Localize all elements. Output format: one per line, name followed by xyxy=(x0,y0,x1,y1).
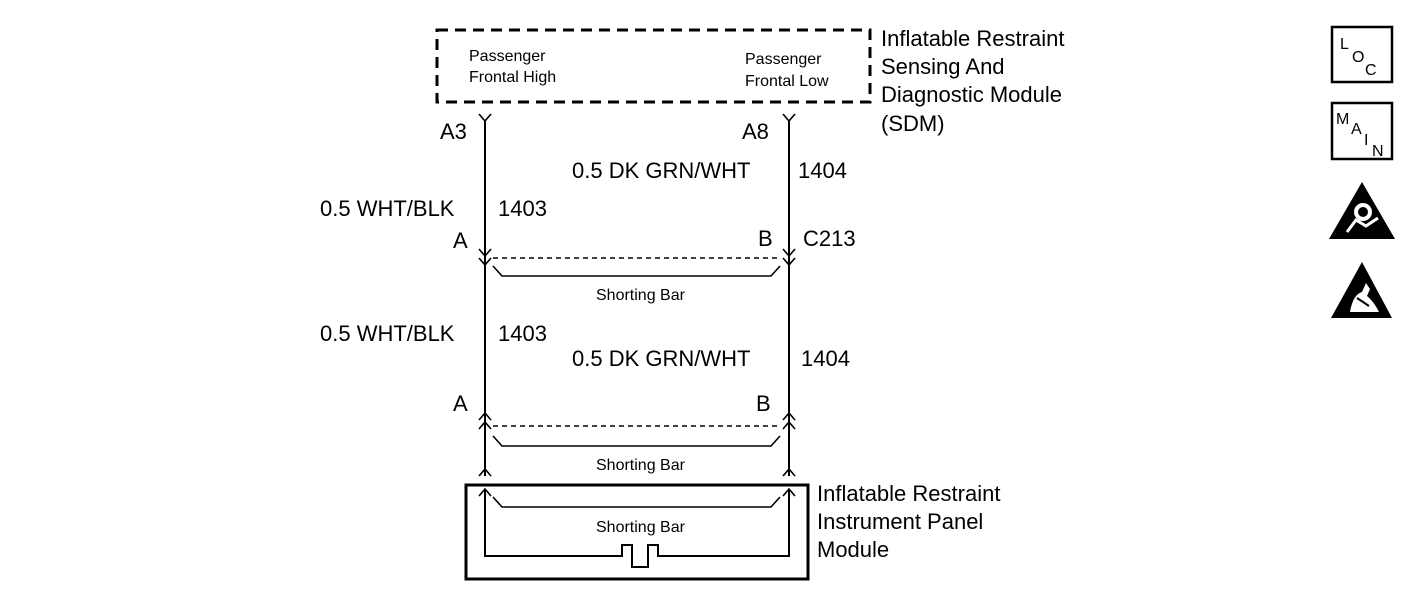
lower-connector-pin-b: B xyxy=(756,391,771,416)
wire-lower-left-color: 0.5 WHT/BLK xyxy=(320,321,455,346)
loc-letter-c: C xyxy=(1365,62,1377,79)
c213-pin-a-terminal xyxy=(478,257,492,267)
ip-module-outline xyxy=(464,483,810,581)
wire-lower-right-color: 0.5 DK GRN/WHT xyxy=(572,346,750,371)
wire-upper-left-circuit: 1403 xyxy=(498,196,547,221)
loc-letter-o: O xyxy=(1352,49,1364,66)
lower-connector-pin-a-bottom-arrow xyxy=(478,467,492,477)
lower-connector-pin-b-arrow xyxy=(782,411,796,421)
lower-connector: A B Shorting Bar xyxy=(453,391,796,477)
main-letter-i: I xyxy=(1364,132,1368,149)
main-icon[interactable] xyxy=(1330,101,1394,161)
sdm-right-label-line2: Frontal Low xyxy=(745,73,829,90)
wire-lower-right-circuit: 1404 xyxy=(801,346,850,371)
wire-upper-right-color: 0.5 DK GRN/WHT xyxy=(572,158,750,183)
wire-lower-left-circuit: 1403 xyxy=(498,321,547,346)
main-letter-a: A xyxy=(1351,121,1362,138)
lower-connector-pin-a-terminal xyxy=(478,420,492,430)
sdm-title-line2: Sensing And xyxy=(881,54,1005,79)
sdm-left-label-line1: Passenger xyxy=(469,48,546,65)
main-letter-m: M xyxy=(1336,111,1349,128)
sdm-component: Passenger Frontal High Passenger Frontal… xyxy=(435,26,1064,136)
main-button[interactable]: M A I N xyxy=(1330,101,1394,161)
sdm-pin-a8: A8 xyxy=(742,119,769,144)
esd-warning-icon[interactable] xyxy=(1331,262,1392,318)
esd-warning-slash xyxy=(1356,297,1370,307)
c213-shorting-bar xyxy=(492,265,781,277)
airbag-warning-head xyxy=(1358,207,1368,217)
lower-connector-pin-b-bottom-arrow xyxy=(782,467,796,477)
ip-module-title-line2: Instrument Panel xyxy=(817,509,983,534)
lower-connector-pin-a: A xyxy=(453,391,468,416)
connector-c213: A B C213 Shorting Bar xyxy=(453,226,856,304)
sdm-left-label-line2: Frontal High xyxy=(469,69,556,86)
loc-icon[interactable] xyxy=(1330,25,1394,84)
wire-upper-right-circuit: 1404 xyxy=(798,158,847,183)
ip-module-component: Shorting Bar Inflatable Restraint Instru… xyxy=(464,481,1000,581)
c213-pin-a: A xyxy=(453,228,468,253)
loc-button[interactable]: L O C xyxy=(1330,25,1394,84)
sdm-title-line1: Inflatable Restraint xyxy=(881,26,1064,51)
ip-module-shorting-bar xyxy=(492,496,781,508)
ip-module-shorting-bar-label: Shorting Bar xyxy=(596,519,686,536)
c213-pin-b-terminal xyxy=(782,257,796,267)
lower-connector-pin-b-terminal xyxy=(782,420,796,430)
wire-upper-left-color: 0.5 WHT/BLK xyxy=(320,196,455,221)
ip-module-title-line1: Inflatable Restraint xyxy=(817,481,1000,506)
lower-connector-shorting-bar xyxy=(492,435,781,447)
airbag-warning-icon[interactable] xyxy=(1329,182,1395,239)
sdm-pin-a3-terminal xyxy=(478,113,492,123)
sdm-outline xyxy=(435,28,872,104)
sdm-pin-a3: A3 xyxy=(440,119,467,144)
lower-connector-pin-a-arrow xyxy=(478,411,492,421)
esd-warning-triangle xyxy=(1331,262,1392,318)
sdm-pin-a8-terminal xyxy=(782,113,796,123)
c213-pin-b-arrow xyxy=(782,248,796,258)
c213-pin-b: B xyxy=(758,226,773,251)
c213-name: C213 xyxy=(803,226,856,251)
airbag-warning-seat xyxy=(1345,216,1379,233)
main-letter-n: N xyxy=(1372,143,1384,160)
esd-warning-hand xyxy=(1350,283,1379,312)
sdm-right-label-line1: Passenger xyxy=(745,51,822,68)
loc-letter-l: L xyxy=(1340,36,1349,53)
c213-pin-a-arrow xyxy=(478,248,492,258)
sdm-title-line3: Diagnostic Module xyxy=(881,82,1062,107)
ip-module-deployment-loop xyxy=(484,489,790,568)
c213-shorting-bar-label: Shorting Bar xyxy=(596,287,686,304)
lower-connector-shorting-bar-label: Shorting Bar xyxy=(596,457,686,474)
sdm-title-line4: (SDM) xyxy=(881,111,945,136)
ip-module-title-line3: Module xyxy=(817,537,889,562)
